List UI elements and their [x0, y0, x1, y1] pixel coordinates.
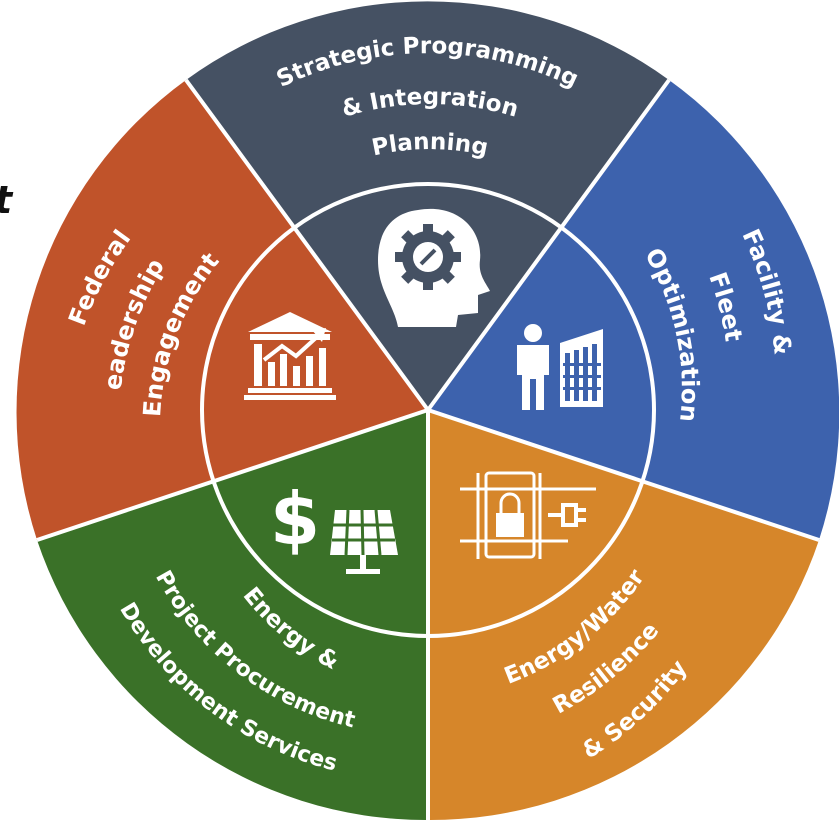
head-gear-compass-icon	[378, 208, 490, 327]
dollar-solar-panel-icon: $	[270, 477, 398, 574]
svg-text:$: $	[270, 477, 320, 561]
person-building-icon	[517, 324, 603, 410]
cutoff-heading-text: t	[0, 170, 40, 240]
segment-facility-fleet	[428, 80, 839, 540]
bank-growth-chart-icon	[244, 312, 336, 400]
segment-strategic-planning	[186, 1, 669, 410]
inner-ring	[200, 182, 656, 638]
segment-federal-leadership	[16, 80, 429, 540]
segment-dividers	[36, 78, 820, 820]
lock-plug-grid-icon	[460, 471, 596, 559]
segment-energy-water-resilience	[428, 410, 819, 821]
segment-energy-project-procurement	[37, 410, 428, 821]
